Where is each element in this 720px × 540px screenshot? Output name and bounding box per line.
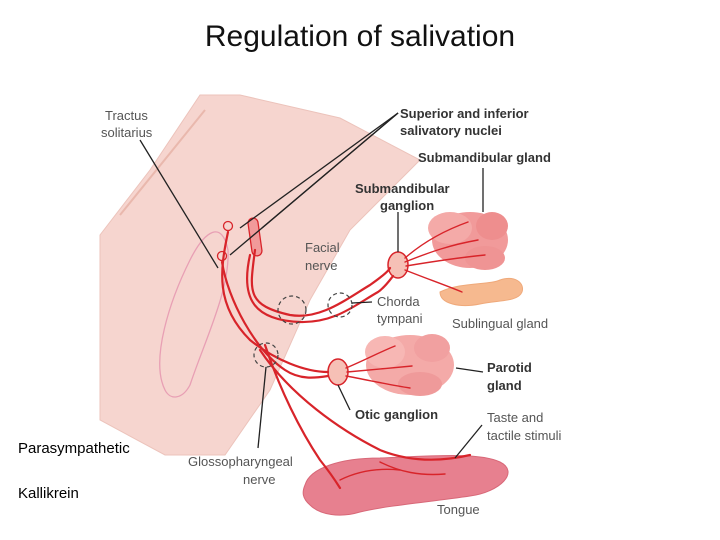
note-parasympathetic: Parasympathetic <box>18 440 130 457</box>
submandibular-gland <box>428 212 508 270</box>
label-taste-2: tactile stimuli <box>487 428 562 443</box>
label-nuclei-1: Superior and inferior <box>400 106 529 121</box>
label-taste-1: Taste and <box>487 410 543 425</box>
glossopharyngeal-marker <box>253 342 279 368</box>
label-chorda-1: Chorda <box>377 294 420 309</box>
sublingual-gland <box>439 278 524 306</box>
label-subm-ganglion-2: ganglion <box>380 198 434 213</box>
label-facial-2: nerve <box>305 258 338 273</box>
note-kallikrein: Kallikrein <box>18 485 79 502</box>
submandibular-ganglion <box>387 251 409 279</box>
fourth-ventricle-outline <box>159 231 229 398</box>
label-facial-1: Facial <box>305 240 340 255</box>
label-tractus-1: Tractus <box>105 108 148 123</box>
label-tractus-2: solitarius <box>101 125 153 140</box>
brainstem-edge-line <box>119 109 206 216</box>
label-chorda-2: tympani <box>377 311 423 326</box>
parotid-gland <box>365 334 454 396</box>
facial-nerve-marker <box>277 295 307 325</box>
label-submandibular-gland: Submandibular gland <box>418 150 551 165</box>
label-parotid-2: gland <box>487 378 522 393</box>
label-subm-ganglion-1: Submandibular <box>355 181 450 196</box>
label-sublingual: Sublingual gland <box>452 316 548 331</box>
label-tongue: Tongue <box>437 502 480 517</box>
label-glosso-2: nerve <box>243 472 276 487</box>
label-glosso-1: Glossopharyngeal <box>188 454 293 469</box>
tongue-shape <box>302 455 509 516</box>
label-parotid-1: Parotid <box>487 360 532 375</box>
chorda-tympani-marker <box>327 292 353 318</box>
label-nuclei-2: salivatory nuclei <box>400 123 502 138</box>
otic-ganglion <box>327 358 349 386</box>
label-otic-ganglion: Otic ganglion <box>355 407 438 422</box>
slide-title: Regulation of salivation <box>204 20 516 53</box>
nerve-pathways <box>220 221 486 490</box>
tractus-nucleus-upper <box>222 220 234 232</box>
label-leader-lines <box>139 112 484 459</box>
brainstem-shape <box>99 94 421 456</box>
